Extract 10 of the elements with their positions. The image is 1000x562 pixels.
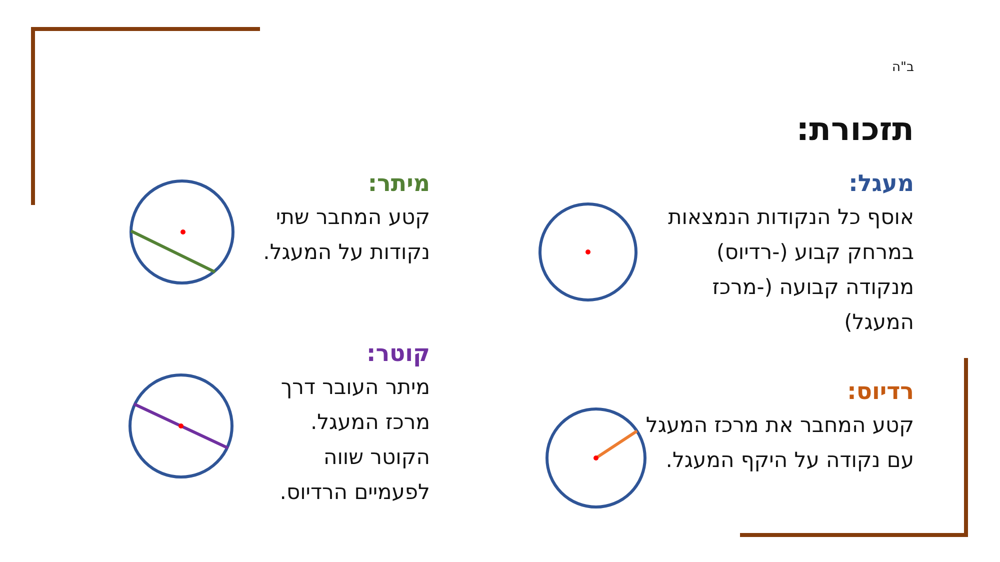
definition-text: אוסף כל הנקודות הנמצאות במרחק קבוע (-רדיוס) מנקודה קבועה (-מרכז המעגל) (666, 204, 914, 336)
term-heading: רדיוס: (847, 378, 914, 407)
definition-text: קטע המחבר את מרכז המעגל עם נקודה על היקף המעגל. (644, 412, 914, 474)
header-note: ב"ה (892, 60, 914, 75)
term-heading: מעגל: (848, 170, 914, 199)
term-heading: מיתר: (368, 170, 430, 199)
definition-text: קטע המחבר שתי נקודות על המעגל. (262, 204, 430, 266)
definition-text: מיתר העובר דרך מרכז המעגל. הקוטר שווה לפעמיים הרדיוס. (278, 374, 430, 506)
title: תזכורת: (796, 110, 914, 148)
term-heading: קוטר: (366, 340, 430, 369)
